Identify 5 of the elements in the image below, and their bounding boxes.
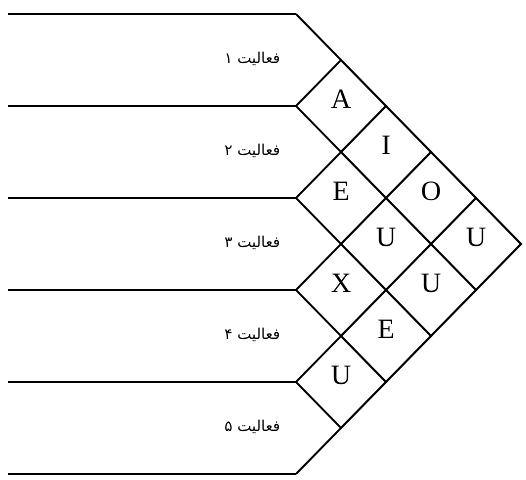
activity-label: فعالیت ۱ xyxy=(224,49,280,67)
activity-label: فعالیت ۵ xyxy=(224,417,280,435)
activity-label: فعالیت ۴ xyxy=(224,325,280,343)
activity-label: فعالیت ۲ xyxy=(224,141,280,159)
activity-label: فعالیت ۳ xyxy=(224,233,280,251)
